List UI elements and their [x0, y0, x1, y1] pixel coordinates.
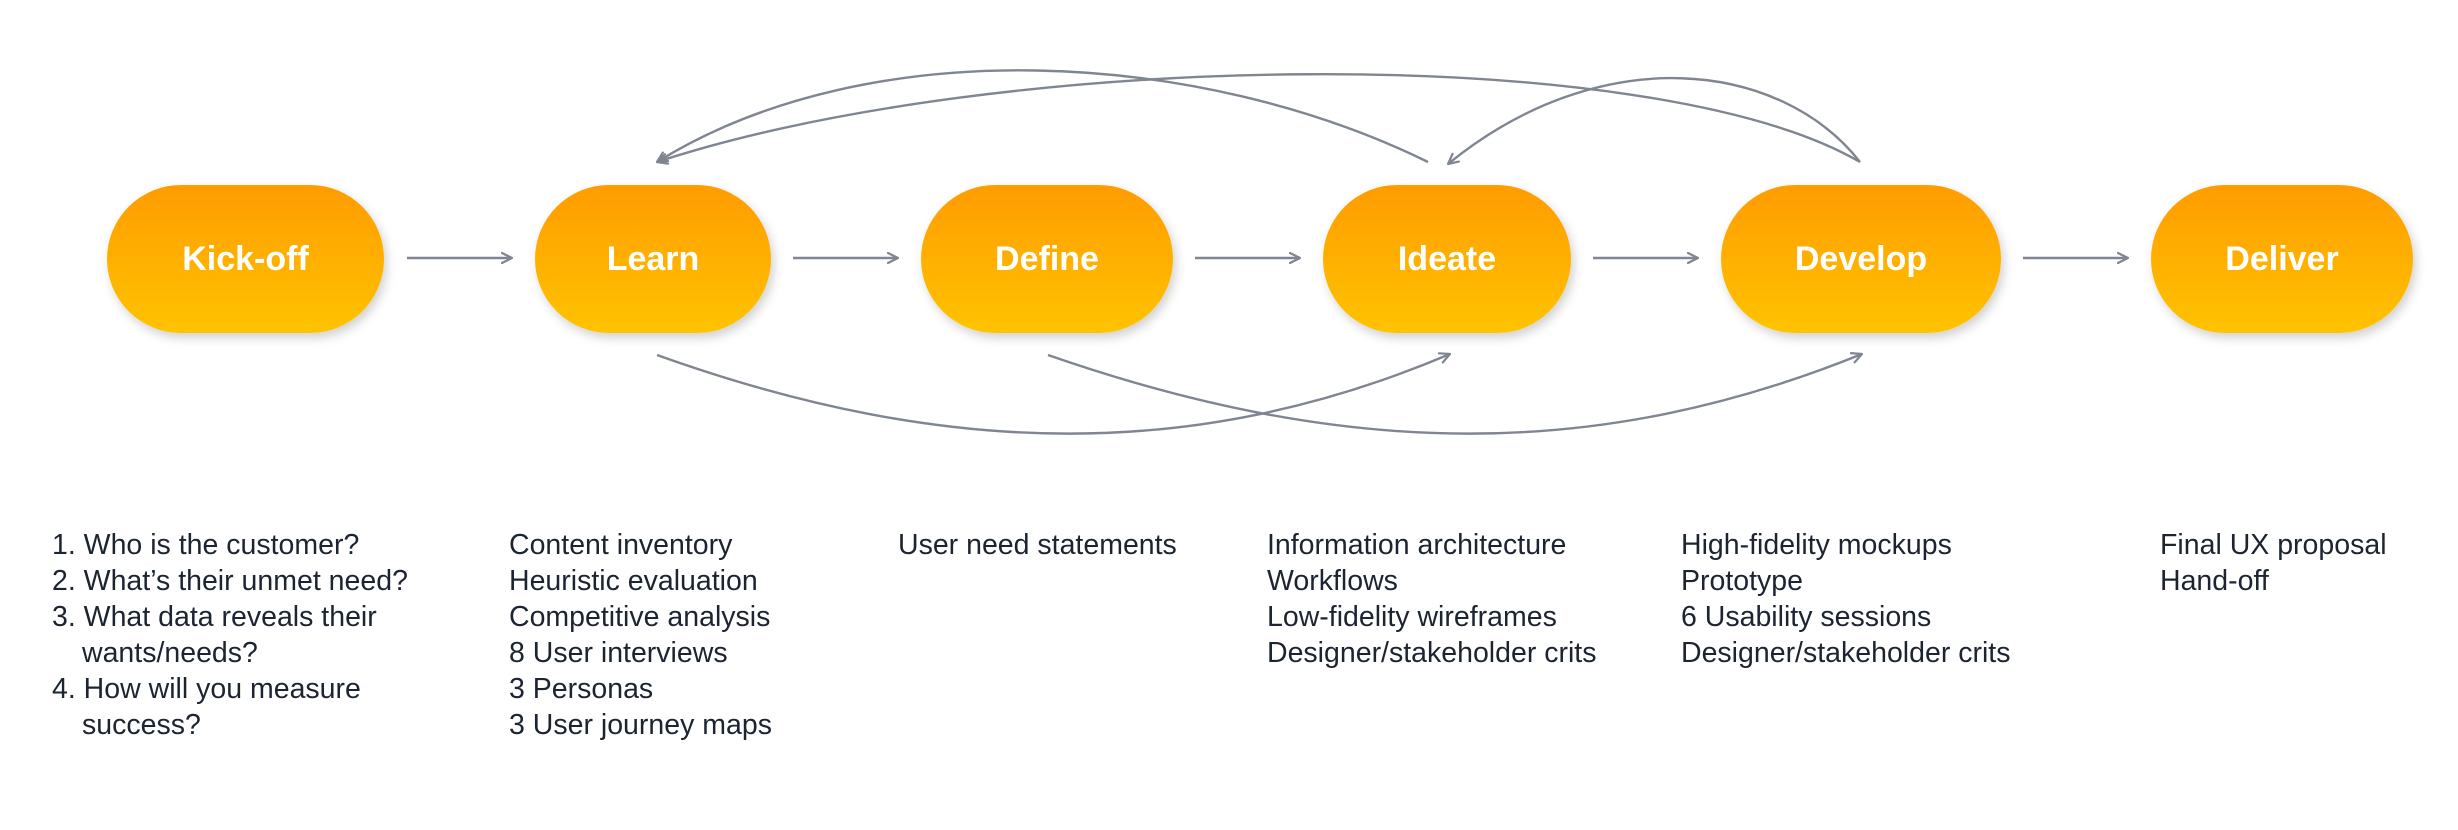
question-item: 4. How will you measure success? — [52, 673, 361, 741]
pill-shape — [921, 185, 1173, 333]
list-item: Information architecture — [1267, 529, 1567, 561]
skip-forward-arrows — [656, 354, 1862, 435]
pill-shape — [535, 185, 771, 333]
list-item: Low-fidelity wireframes — [1267, 601, 1557, 633]
details-kickoff: 1. Who is the customer? 2. What’s their … — [52, 527, 462, 743]
list-item: High-fidelity mockups — [1681, 529, 1952, 561]
arrow-ideate-to-learn — [657, 69, 1429, 162]
arrow-develop-to-learn — [657, 73, 1861, 162]
stage-pill-ideate: Ideate — [1323, 185, 1571, 333]
list-item: Designer/stakeholder crits — [1681, 637, 2011, 669]
stage-pill-kickoff: Kick-off — [107, 185, 384, 333]
question-item: 2. What’s their unmet need? — [52, 565, 408, 597]
list-item: User need statements — [898, 529, 1177, 561]
loop-back-arrows — [657, 69, 1861, 164]
pill-shape — [1323, 185, 1571, 333]
arrow-learn-to-ideate — [656, 354, 1450, 435]
stage-pill-learn: Learn — [535, 185, 771, 333]
arrow-develop-to-ideate — [1448, 76, 1861, 164]
pill-shape — [107, 185, 384, 333]
list-item: Competitive analysis — [509, 601, 771, 633]
list-item: Prototype — [1681, 565, 1803, 597]
stage-pill-develop: Develop — [1721, 185, 2001, 333]
list-item: 6 Usability sessions — [1681, 601, 1932, 633]
list-item: Designer/stakeholder crits — [1267, 637, 1597, 669]
list-item: Heuristic evaluation — [509, 565, 758, 597]
pill-shape — [1721, 185, 2001, 333]
stage-label-deliver: Deliver — [2225, 240, 2338, 278]
list-item: Final UX proposal — [2160, 529, 2387, 561]
list-item: 3 Personas — [509, 673, 654, 705]
details-deliver: Final UX proposal Hand-off — [2160, 527, 2387, 599]
list-item: Hand-off — [2160, 565, 2269, 597]
details-develop: High-fidelity mockups Prototype 6 Usabil… — [1681, 527, 2010, 671]
stage-label-learn: Learn — [607, 240, 700, 278]
arrow-define-to-develop — [1047, 354, 1862, 435]
list-item: Content inventory — [509, 529, 733, 561]
list-item: 8 User interviews — [509, 637, 728, 669]
stage-label-ideate: Ideate — [1398, 240, 1496, 278]
details-ideate: Information architecture Workflows Low-f… — [1267, 527, 1596, 671]
details-define: User need statements — [898, 527, 1177, 563]
details-learn: Content inventory Heuristic evaluation C… — [509, 527, 772, 743]
list-item: 3 User journey maps — [509, 709, 772, 741]
stage-label-develop: Develop — [1795, 240, 1927, 278]
stage-label-define: Define — [995, 240, 1099, 278]
question-item: 1. Who is the customer? — [52, 529, 360, 561]
stage-pill-deliver: Deliver — [2151, 185, 2413, 333]
question-item: 3. What data reveals their wants/needs? — [52, 601, 377, 669]
stage-label-kickoff: Kick-off — [182, 240, 309, 278]
stage-pill-define: Define — [921, 185, 1173, 333]
pill-shape — [2151, 185, 2413, 333]
list-item: Workflows — [1267, 565, 1398, 597]
